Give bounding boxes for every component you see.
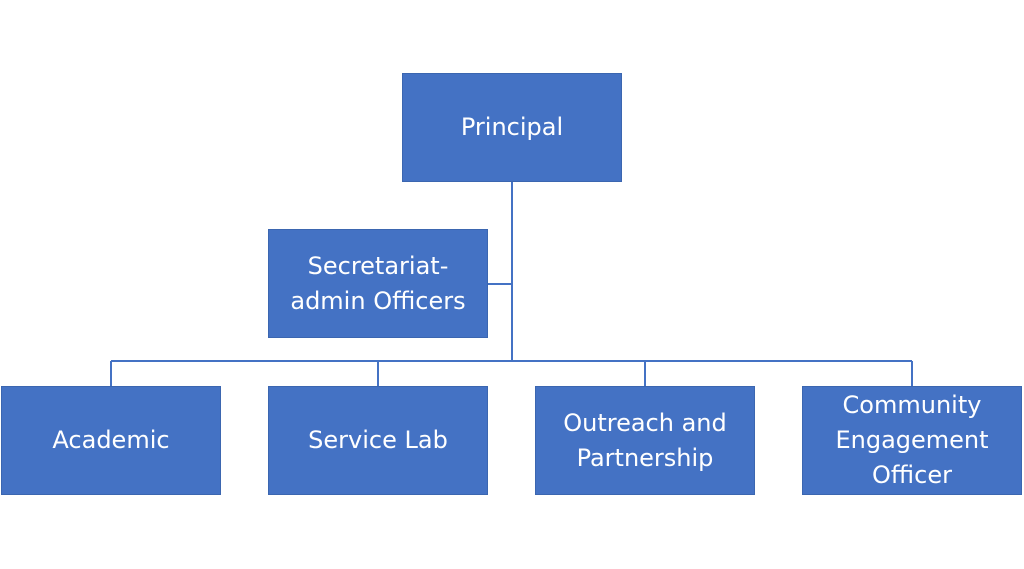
academic-box: Academic	[1, 386, 221, 495]
principal-box: Principal	[402, 73, 622, 182]
service-lab-label: Service Lab	[308, 426, 448, 454]
outreach-box: Outreach and Partnership	[535, 386, 755, 495]
secretariat-label: Secretariat- admin Officers	[290, 251, 466, 315]
principal-label: Principal	[460, 113, 564, 141]
community-box: Community Engagement Officer	[802, 386, 1022, 495]
secretariat-box: Secretariat- admin Officers	[268, 229, 488, 338]
service-lab-box: Service Lab	[268, 386, 488, 495]
academic-label: Academic	[52, 426, 170, 454]
outreach-label: Outreach and Partnership	[563, 408, 727, 472]
community-label: Community Engagement Officer	[835, 391, 989, 489]
